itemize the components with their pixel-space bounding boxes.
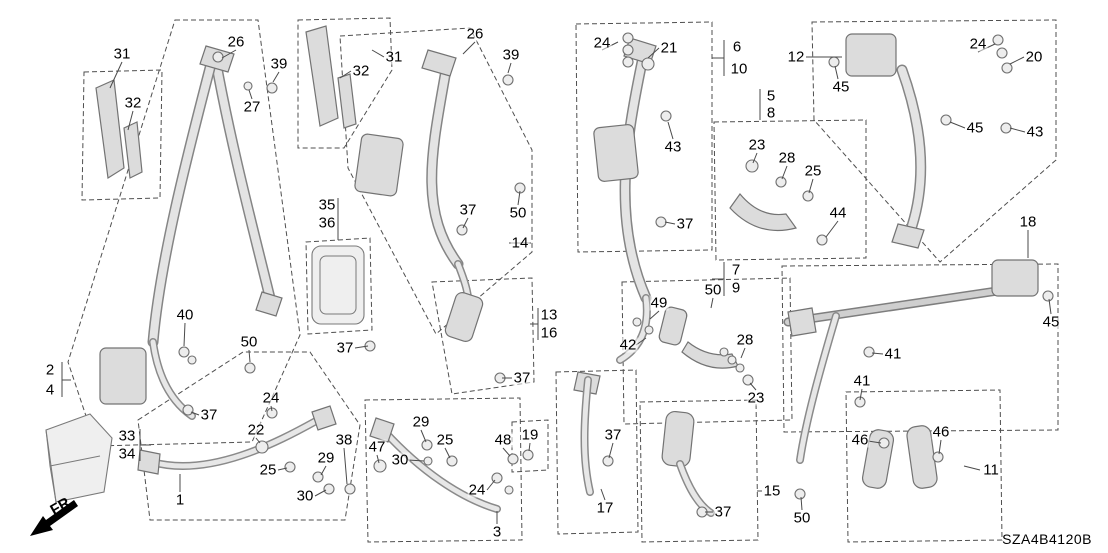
- group-outlines: [67, 17, 1059, 543]
- leader-lines: [61, 40, 1052, 524]
- fastener-icons: [178, 32, 1054, 518]
- diagram-code: SZA4B4120B: [1002, 531, 1092, 547]
- belt-parts-artwork: [45, 25, 1039, 517]
- fr-arrow-icon: [30, 500, 78, 536]
